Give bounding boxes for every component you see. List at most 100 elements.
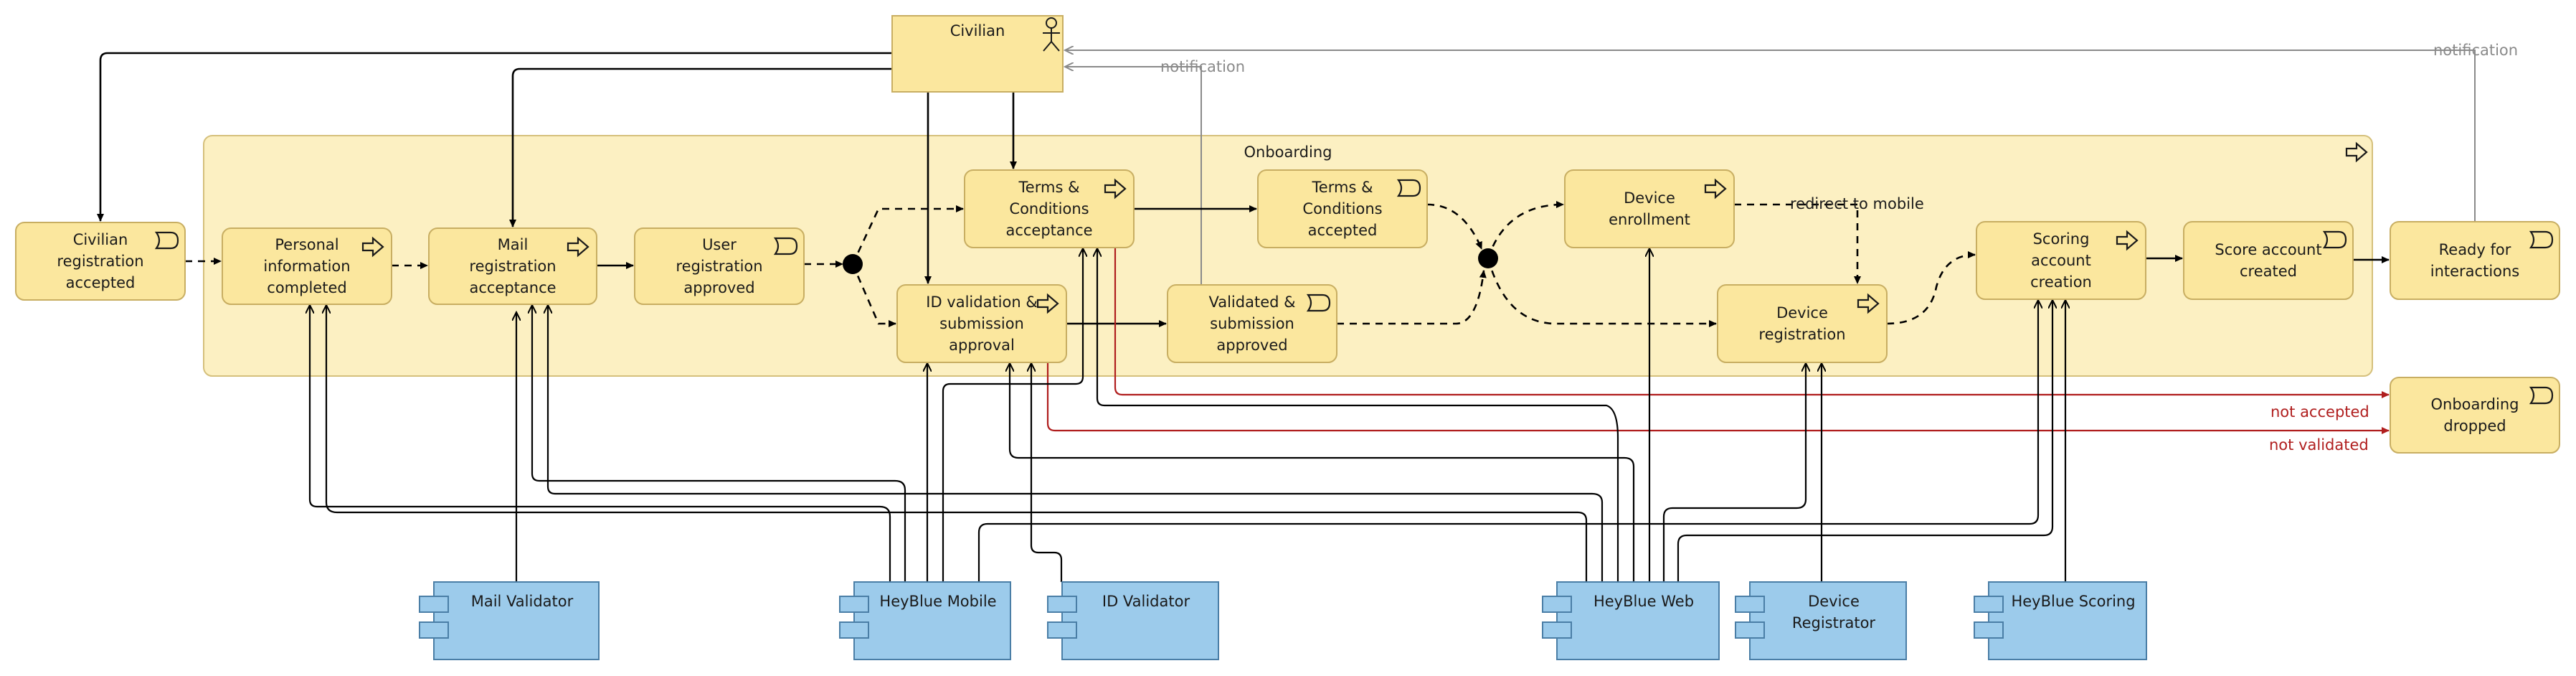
serve-web-to-scoring[interactable] xyxy=(1677,301,2052,582)
application-components-layer: Mail Validator HeyBlue Mobile ID Validator… xyxy=(419,581,2147,660)
serve-id-validator-to-id[interactable] xyxy=(1031,364,1063,582)
business-event-icon xyxy=(2529,386,2554,405)
personal-information-completed-label-line: information xyxy=(263,258,350,275)
civilian-actor-label: Civilian xyxy=(950,22,1005,39)
not-accepted-label: not accepted xyxy=(2270,403,2369,421)
process-arrow-icon xyxy=(1704,178,1727,199)
serve-mobile-to-scoring[interactable] xyxy=(977,301,2038,582)
id-validation-submission-approval-label-line: submission xyxy=(939,315,1024,332)
validated-submission-approved-label-line: Validated & xyxy=(1208,294,1295,311)
edge-accepted-to-junction[interactable] xyxy=(1426,203,1483,250)
heyblue-web-label: HeyBlue Web xyxy=(1594,593,1694,610)
terms-conditions-accepted-label-line: accepted xyxy=(1308,222,1378,239)
heyblue-web-component[interactable]: HeyBlue Web xyxy=(1542,581,1720,660)
edge-civilian-to-registration-accepted[interactable] xyxy=(97,52,892,222)
onboarding-dropped-node[interactable]: Onboarding dropped xyxy=(2390,377,2560,454)
edge-notification-validated-to-civilian[interactable] xyxy=(1066,67,1202,285)
terms-conditions-accepted-label-line: Terms & xyxy=(1312,179,1373,196)
mail-validator-label: Mail Validator xyxy=(471,593,574,610)
serve-mobile-to-mail[interactable] xyxy=(532,306,906,582)
edge-terms-not-accepted[interactable] xyxy=(1114,248,2390,398)
mail-registration-acceptance-label-line: registration xyxy=(469,258,556,275)
serve-mobile-to-terms[interactable] xyxy=(942,249,1083,582)
mail-registration-acceptance-node[interactable]: Mail registration acceptance xyxy=(428,227,597,305)
mail-registration-acceptance-label-line: acceptance xyxy=(469,279,556,296)
terms-conditions-accepted-node[interactable]: Terms & Conditions accepted xyxy=(1257,169,1428,248)
score-account-created-label-line: created xyxy=(2240,263,2297,280)
connections-layer xyxy=(97,50,2476,582)
business-event-icon xyxy=(2529,230,2554,249)
component-icon xyxy=(1735,596,1765,639)
component-icon xyxy=(419,596,449,639)
nodes-layer: CivilianregistrationacceptedPersonalinfo… xyxy=(15,169,2560,454)
civilian-actor[interactable]: Civilian xyxy=(891,15,1064,93)
process-arrow-icon xyxy=(361,236,384,258)
business-event-icon xyxy=(1396,179,1421,197)
edge-notification-ready-to-civilian[interactable] xyxy=(1066,50,2476,222)
scoring-account-creation-label-line: Scoring xyxy=(2033,230,2090,248)
user-registration-approved-node[interactable]: User registration approved xyxy=(634,227,805,305)
edge-validated-to-junction[interactable] xyxy=(1337,270,1487,325)
edge-junction-to-device-registration[interactable] xyxy=(1487,258,1717,327)
edge-civilian-to-mail-registration[interactable] xyxy=(509,67,892,227)
heyblue-scoring-component[interactable]: HeyBlue Scoring xyxy=(1974,581,2147,660)
onboarding-dropped-label-line: Onboarding xyxy=(2431,396,2519,413)
junction-right xyxy=(1478,248,1498,268)
civilian-registration-accepted-label-line: Civilian xyxy=(73,231,128,248)
serve-web-to-device-registration[interactable] xyxy=(1662,364,1806,582)
heyblue-mobile-component[interactable]: HeyBlue Mobile xyxy=(839,581,1011,660)
notification-label-1: notification xyxy=(1160,58,1245,75)
onboarding-group-label: Onboarding xyxy=(1244,144,1332,161)
actor-stick-figure-icon xyxy=(1043,17,1060,52)
notification-label-2: notification xyxy=(2433,42,2518,59)
component-icon xyxy=(1047,596,1077,639)
user-registration-approved-label-line: User xyxy=(702,236,737,253)
business-event-icon xyxy=(2322,230,2347,249)
component-icon xyxy=(839,596,869,639)
process-arrow-icon xyxy=(2345,141,2368,163)
edge-junction-to-id[interactable] xyxy=(851,263,896,327)
edge-device-registration-to-scoring[interactable] xyxy=(1886,251,1976,325)
edge-id-not-validated[interactable] xyxy=(1046,362,2390,434)
edge-enrollment-redirect[interactable] xyxy=(1734,203,1861,284)
id-validation-submission-approval-node[interactable]: ID validation & submission approval xyxy=(896,284,1067,363)
serve-web-to-id[interactable] xyxy=(1010,364,1635,582)
user-registration-approved-label-line: approved xyxy=(683,279,754,296)
ready-for-interactions-label-line: Ready for xyxy=(2439,241,2511,258)
process-arrow-icon xyxy=(1036,293,1059,314)
device-registration-label-line: Device xyxy=(1776,304,1828,321)
id-validation-submission-approval-label-line: approval xyxy=(949,337,1015,354)
not-validated-label: not validated xyxy=(2269,436,2369,454)
mail-validator-component[interactable]: Mail Validator xyxy=(419,581,600,660)
business-event-icon xyxy=(773,237,798,255)
terms-conditions-accepted-label-line: Conditions xyxy=(1302,200,1382,217)
serve-web-to-personal[interactable] xyxy=(326,306,1588,582)
terms-conditions-acceptance-label-line: Conditions xyxy=(1009,200,1089,217)
edge-junction-to-terms[interactable] xyxy=(851,205,964,265)
id-validator-component[interactable]: ID Validator xyxy=(1047,581,1219,660)
junction-left xyxy=(843,254,863,274)
serve-web-to-mail[interactable] xyxy=(548,306,1604,582)
mail-registration-acceptance-label-line: Mail xyxy=(498,236,529,253)
id-validation-submission-approval-label-line: ID validation & xyxy=(926,294,1037,311)
heyblue-mobile-label: HeyBlue Mobile xyxy=(879,593,996,610)
user-registration-approved-label-line: registration xyxy=(676,258,762,275)
device-registrator-label-line: Registrator xyxy=(1792,614,1875,632)
component-icon xyxy=(1974,596,2004,639)
onboarding-dropped-label-line: dropped xyxy=(2443,418,2506,435)
device-enrollment-label-line: enrollment xyxy=(1609,211,1690,228)
component-icon xyxy=(1542,596,1572,639)
serve-web-to-terms[interactable] xyxy=(1097,249,1619,582)
business-event-icon xyxy=(1306,294,1331,312)
